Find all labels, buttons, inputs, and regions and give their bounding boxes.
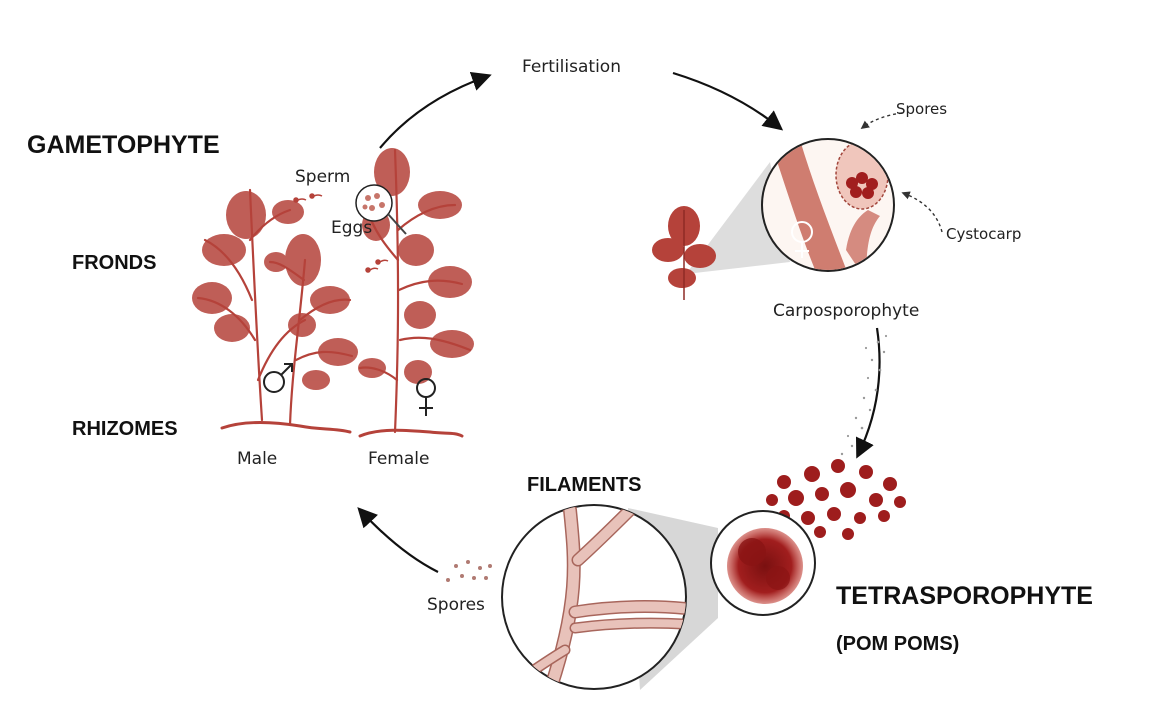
female-rhizome xyxy=(358,428,464,438)
eggs-label: Eggs xyxy=(331,218,373,238)
arrow-fertilisation-to-carposporophyte xyxy=(672,71,784,131)
arrow-cystocarp-pointer xyxy=(901,191,943,233)
filaments-label: FILAMENTS xyxy=(527,474,642,496)
released-spores xyxy=(446,560,492,582)
male-label: Male xyxy=(237,449,278,469)
spores-bottom-label: Spores xyxy=(427,595,485,615)
falling-spores xyxy=(840,334,888,456)
filaments-magnifier xyxy=(501,504,687,690)
small-seaweed-sprig xyxy=(652,206,716,300)
pom-poms-label: (POM POMS) xyxy=(836,633,960,655)
male-fronds-foliage xyxy=(192,191,358,390)
female-label: Female xyxy=(368,449,430,469)
male-symbol-icon xyxy=(263,363,293,393)
arrow-carposporophyte-to-tetrasporophyte xyxy=(855,327,881,459)
tetrasporophyte-label: TETRASPOROPHYTE xyxy=(836,582,1093,610)
fertilisation-label: Fertilisation xyxy=(522,57,621,77)
cystocarp-label: Cystocarp xyxy=(946,225,1022,243)
pom-pom-magnifier xyxy=(710,510,816,616)
carposporophyte-magnifier xyxy=(761,138,895,272)
female-symbol-icon xyxy=(416,378,436,416)
scattered-pom-poms xyxy=(766,459,906,540)
carposporophyte-label: Carposporophyte xyxy=(773,301,920,321)
arrow-gametophyte-to-fertilisation xyxy=(379,71,492,149)
eggs-magnifier xyxy=(355,184,407,235)
male-rhizome xyxy=(220,421,352,434)
arrow-spores-to-gametophyte xyxy=(357,507,439,573)
gametophyte-label: GAMETOPHYTE xyxy=(27,131,220,159)
sperm-cells xyxy=(293,193,389,273)
female-fronds-foliage xyxy=(358,148,474,384)
rhizomes-label: RHIZOMES xyxy=(72,418,178,440)
sperm-label: Sperm xyxy=(295,167,351,187)
spores-top-label: Spores xyxy=(896,100,948,118)
fronds-label: FRONDS xyxy=(72,252,157,274)
female-symbol-magnifier-icon xyxy=(791,221,813,258)
